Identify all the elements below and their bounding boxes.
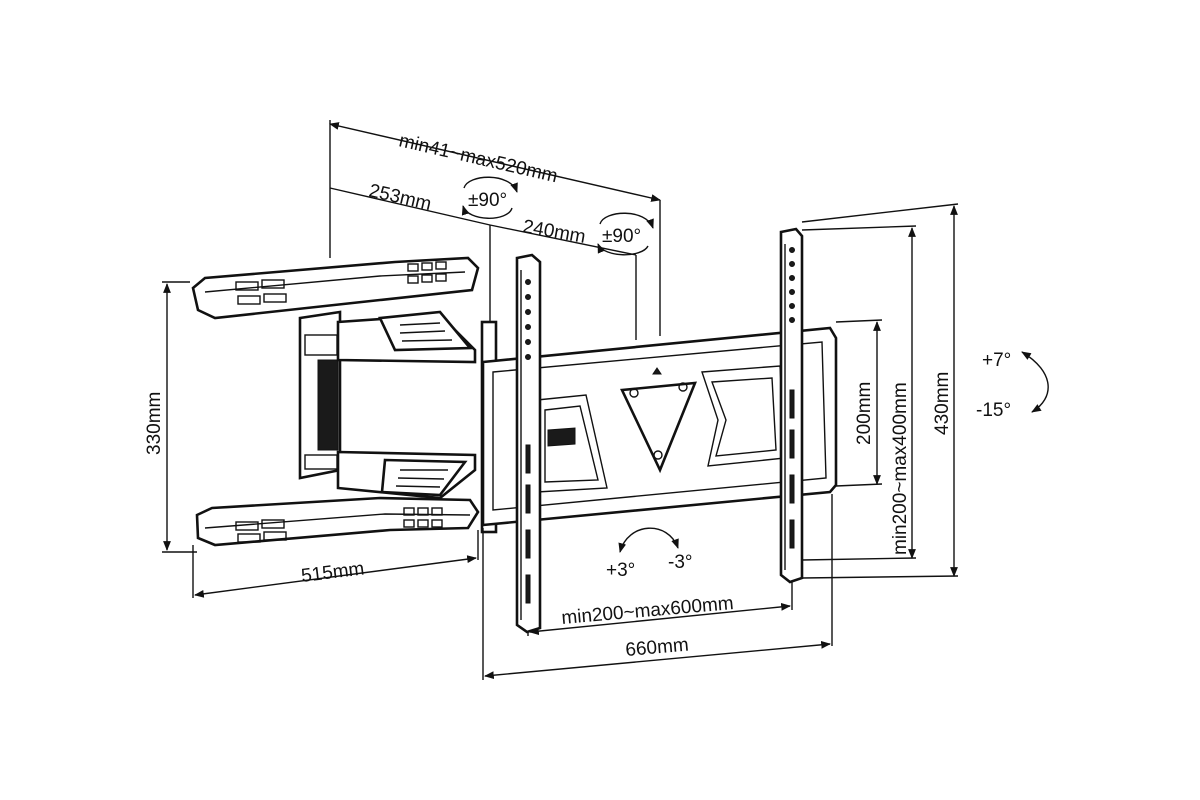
label-arm-segment-2: 240mm — [521, 216, 587, 248]
wall-plate-assembly — [191, 256, 498, 547]
label-wall-plate-width: 515mm — [300, 558, 365, 587]
label-tilt-up: +7° — [982, 350, 1011, 371]
label-tilt-down: -15° — [976, 400, 1011, 421]
label-bracket-width: 660mm — [625, 635, 690, 661]
label-swivel-2: ±90° — [602, 226, 641, 247]
label-rotation-minus: -3° — [668, 552, 693, 573]
label-vesa-horizontal-range: min200~max600mm — [561, 593, 735, 629]
label-vesa-vertical-fixed: 200mm — [854, 382, 875, 445]
label-arm-segment-1: 253mm — [367, 180, 433, 215]
label-swivel-1: ±90° — [468, 190, 507, 211]
label-wall-plate-height: 330mm — [144, 392, 165, 455]
label-bracket-height: 430mm — [932, 372, 953, 435]
label-rotation-plus: +3° — [606, 560, 635, 581]
dimension-lines — [162, 120, 1049, 680]
label-vesa-vertical-range: min200~max400mm — [890, 382, 911, 555]
